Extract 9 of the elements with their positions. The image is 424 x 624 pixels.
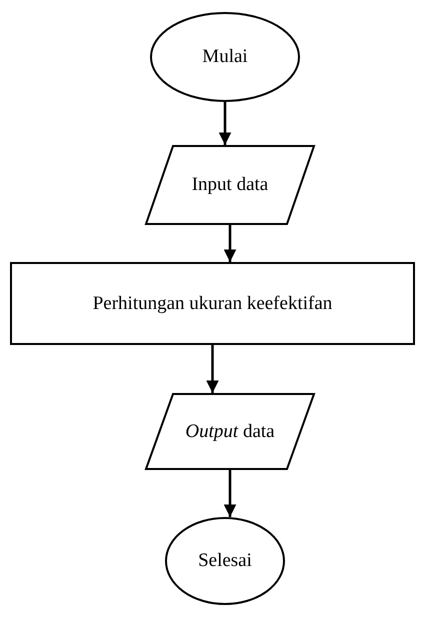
arrow (218, 102, 232, 145)
arrow (224, 470, 236, 517)
node-label: Output data (185, 420, 275, 442)
node-label: Mulai (202, 46, 248, 68)
node-label: Perhitungan ukuran keefektifan (92, 292, 332, 314)
node-label: Input data (192, 174, 268, 196)
arrow (224, 225, 236, 262)
node-label: Selesai (198, 550, 252, 572)
arrow (206, 345, 219, 393)
